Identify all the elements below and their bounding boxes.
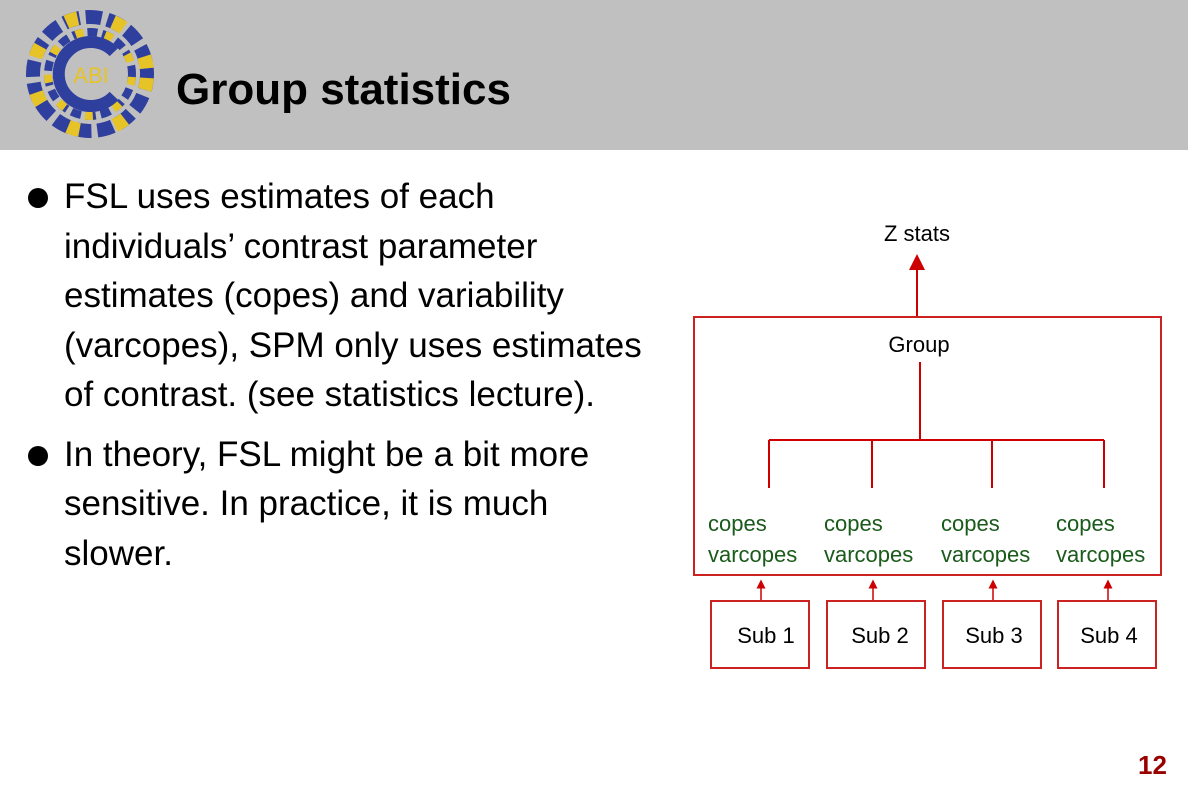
varcopes-label: varcopes <box>941 542 1030 567</box>
varcopes-label: varcopes <box>824 542 913 567</box>
subject-label: Sub 3 <box>965 623 1023 648</box>
page-number: 12 <box>1138 750 1167 780</box>
copes-label: copes <box>708 511 767 536</box>
subject-labels: Sub 1 Sub 2 Sub 3 Sub 4 <box>737 623 1138 648</box>
subject-box <box>1057 600 1157 669</box>
bullet-text: In theory, FSL might be a bit more sensi… <box>64 434 590 573</box>
bullet-item: FSL uses estimates of each individuals’ … <box>26 172 666 420</box>
subject-label: Sub 1 <box>737 623 795 648</box>
copes-label: copes <box>824 511 883 536</box>
slide-header: ABI Group statistics <box>0 0 1188 150</box>
bullet-text: FSL uses estimates of each individuals’ … <box>64 177 642 414</box>
subject-arrows <box>756 579 1113 600</box>
group-label: Group <box>888 332 949 357</box>
bullet-dot-icon <box>28 445 48 466</box>
bullet-list: FSL uses estimates of each individuals’ … <box>26 172 666 588</box>
subject-box <box>826 600 926 669</box>
subject-box <box>710 600 810 669</box>
copes-label: copes <box>1056 511 1115 536</box>
input-labels: copes varcopes copes varcopes copes varc… <box>708 511 1145 567</box>
varcopes-label: varcopes <box>708 542 797 567</box>
bullet-dot-icon <box>28 188 48 208</box>
subject-box <box>942 600 1042 669</box>
subject-label: Sub 2 <box>851 623 909 648</box>
z-stats-label: Z stats <box>884 221 950 246</box>
cabi-logo: ABI <box>26 10 154 138</box>
logo-text: ABI <box>73 63 108 88</box>
bullet-item: In theory, FSL might be a bit more sensi… <box>26 430 666 579</box>
slide-title: Group statistics <box>176 65 511 114</box>
group-tree <box>768 362 1105 488</box>
group-box <box>693 316 1162 576</box>
copes-label: copes <box>941 511 1000 536</box>
group-stats-diagram: Z stats Group copes varcopes copes varco… <box>693 221 1162 669</box>
subject-label: Sub 4 <box>1080 623 1138 648</box>
subject-boxes <box>710 600 1157 669</box>
varcopes-label: varcopes <box>1056 542 1145 567</box>
